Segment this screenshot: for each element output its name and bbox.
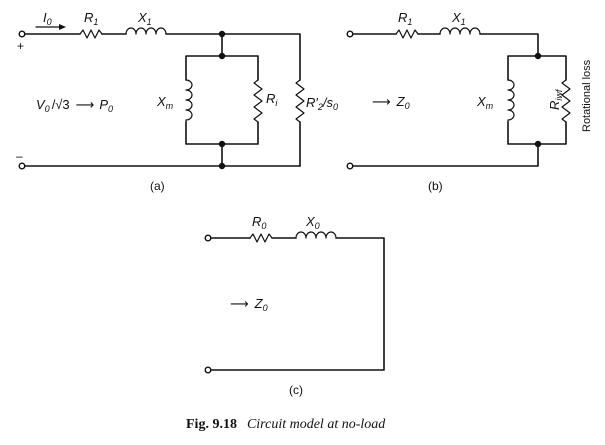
label-r1-b: R1 [398,10,412,27]
label-rotational-loss: Rotational loss [581,59,593,132]
node-b-1 [534,52,542,60]
node-a-4 [218,162,226,170]
label-x1-b: X1 [451,10,466,27]
label-x1-a: X1 [137,10,152,27]
label-r0-c: R0 [252,214,266,231]
node-a-2 [218,52,226,60]
label-rload-a: R′2/s0 [306,95,338,112]
circuit-c: R0 X0 ⟶Z0 (c) [204,214,385,397]
wire-c-right [209,237,385,371]
inductor-x0-c [295,231,337,239]
terminal-c-bottom [204,366,212,374]
circuit-b: R1 X1 Xm Riwf Rotational loss ⟶Z0 (b) [346,10,593,193]
resistor-r0-c [249,233,273,243]
node-b-2 [534,140,542,148]
current-arrowhead-a [59,24,66,30]
resistor-riwf-b [561,79,571,123]
wire-b-top-3 [479,33,539,57]
plus-sign: + [17,39,24,53]
terminal-c-top [204,234,212,242]
resistor-r1-a [79,29,103,39]
node-a-1 [218,30,226,38]
inductor-x1-a [125,27,167,35]
node-a-3 [218,140,226,148]
resistor-ri-a [253,79,263,123]
terminal-b-bottom [346,162,354,170]
terminal-b-top [346,30,354,38]
label-xm-a: Xm [156,94,174,111]
label-input-power: V0/√3⟶P0 [36,97,113,114]
minus-sign: – [16,149,23,163]
panel-label-b: (b) [428,179,443,193]
label-z0-c: ⟶Z0 [230,296,268,313]
inductor-x1-b [439,27,481,35]
circuit-a: + – I0 R1 X1 Xm Ri R′2/s0 V0/√3⟶P0 (a) [16,10,338,193]
terminal-a-top [18,30,26,38]
label-riwf-b: Riwf [547,88,564,110]
label-x0-c: X0 [305,214,320,231]
panel-label-a: (a) [150,179,165,193]
resistor-r1-b [395,29,419,39]
wire-a-top-3 [165,33,301,81]
inductor-xm-b [507,79,515,123]
label-xm-b: Xm [476,94,494,111]
terminal-a-bottom [18,162,26,170]
label-ri-a: Ri [266,91,278,108]
label-i0: I0 [43,10,52,27]
inductor-xm-a [185,79,193,123]
label-z0-b: ⟶Z0 [372,94,410,111]
wire-b-bottom [351,143,539,167]
resistor-rload-a [295,79,305,123]
label-r1-a: R1 [84,10,98,27]
panel-label-c: (c) [289,383,303,397]
